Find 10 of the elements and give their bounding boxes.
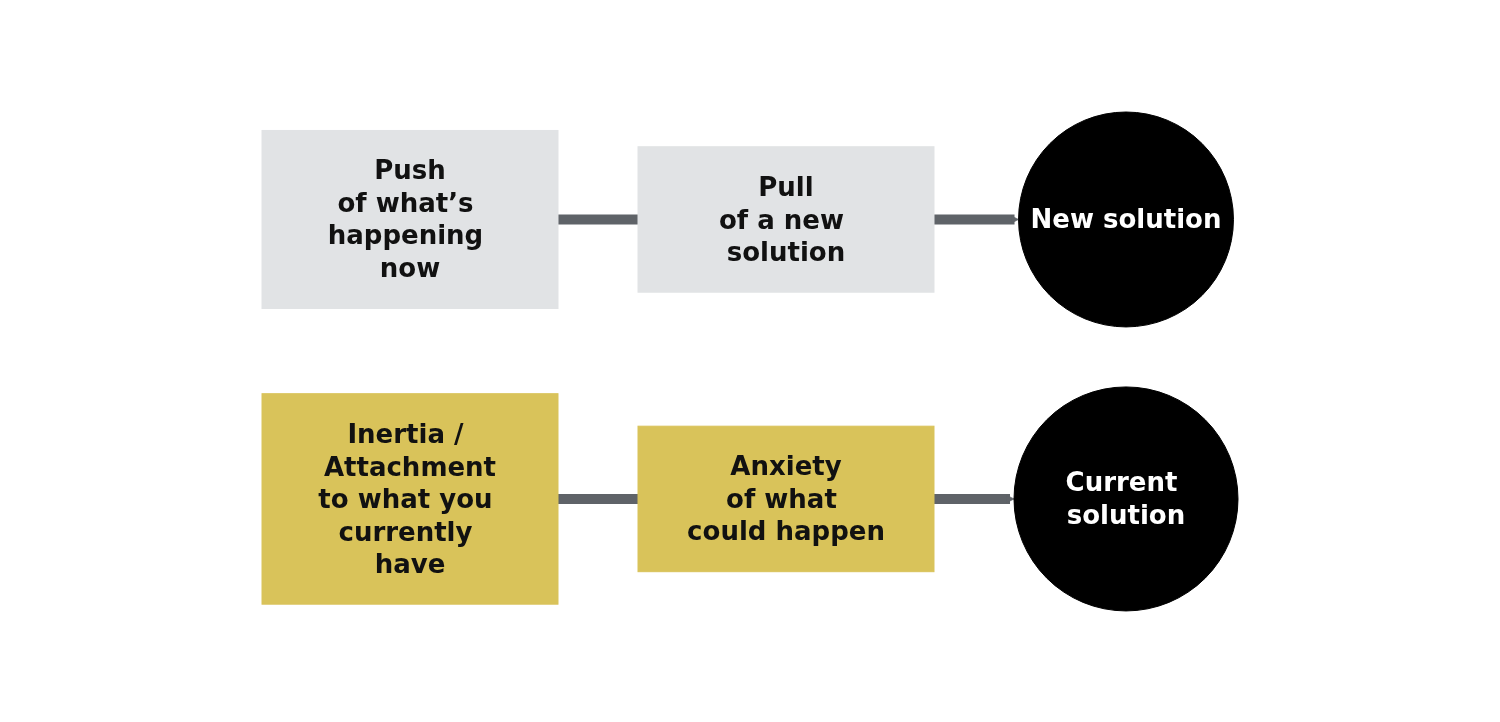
arrow bbox=[934, 493, 1015, 504]
arrow bbox=[934, 214, 1019, 224]
node-box: Inertia / Attachment to what you currently have bbox=[261, 392, 559, 605]
node-circle: Current solution bbox=[1013, 385, 1239, 611]
node-box: Anxiety of what could happen bbox=[637, 425, 935, 572]
node-box: Push of what’s happening now bbox=[261, 129, 559, 309]
node-circle: New solution bbox=[1018, 111, 1234, 327]
connector bbox=[558, 493, 638, 504]
node-box: Pull of a new solution bbox=[637, 145, 935, 293]
connector bbox=[558, 214, 638, 224]
